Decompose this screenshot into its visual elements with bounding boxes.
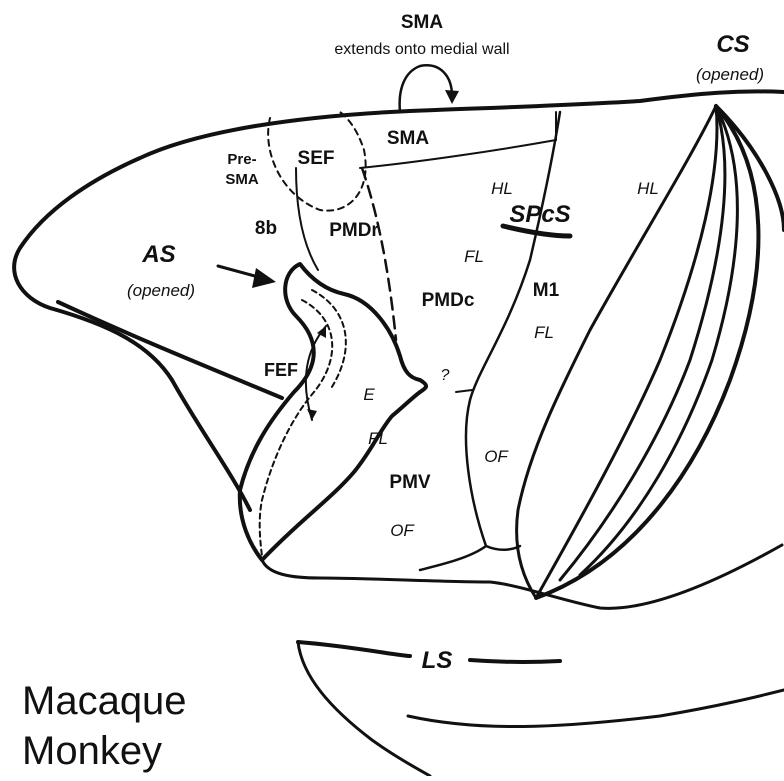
eye-label: E xyxy=(363,385,375,404)
question-border xyxy=(456,390,472,392)
cs-label: CS xyxy=(716,31,749,58)
unknown-label: ? xyxy=(441,367,450,384)
fef-arrowhead-bottom xyxy=(307,409,317,420)
arcuate-sulcus-outer xyxy=(240,264,426,560)
of-upper-label: OF xyxy=(484,447,509,466)
title-line1: Macaque xyxy=(22,679,187,723)
sma-top-note: extends onto medial wall xyxy=(334,41,509,58)
cs-note: (opened) xyxy=(696,65,764,84)
pmv-label: PMV xyxy=(389,472,431,493)
pmdr-label: PMDr xyxy=(329,220,379,241)
as-label: AS xyxy=(141,241,175,268)
sma-medial-arrowhead xyxy=(445,90,459,104)
lateral-sulcus-tail xyxy=(470,660,560,662)
temporal-lobe-edge xyxy=(298,642,430,776)
hl-pmdc-label: HL xyxy=(491,179,513,198)
pmv-caudal-border xyxy=(420,546,486,570)
fef-label: FEF xyxy=(264,360,298,380)
sma-top-title: SMA xyxy=(401,12,444,33)
hl-m1-label: HL xyxy=(637,179,659,198)
temporal-lobe-lower-edge xyxy=(408,690,784,727)
of-lower-label: OF xyxy=(390,521,415,540)
fl-m1-label: FL xyxy=(534,323,554,342)
as-note: (opened) xyxy=(127,281,195,300)
sma-region-label: SMA xyxy=(387,128,430,149)
fl-pmv-label: FL xyxy=(368,429,388,448)
sma-medial-arrow xyxy=(400,65,452,112)
orbital-outline xyxy=(262,545,782,608)
arcuate-sulcus-fundus xyxy=(260,300,333,556)
presma-label-line1: Pre- xyxy=(227,151,256,168)
fl-pmdc-label: FL xyxy=(464,247,484,266)
lateral-sulcus-line xyxy=(298,642,410,656)
presma-label-line2: SMA xyxy=(225,171,259,188)
spcs-label: SPcS xyxy=(509,201,570,228)
pmdc-label: PMDc xyxy=(422,290,475,311)
pmd-8b-border xyxy=(296,168,318,270)
ls-label: LS xyxy=(422,647,453,674)
sef-region-label: SEF xyxy=(298,148,335,169)
principal-sulcus xyxy=(58,302,282,398)
m1-lower-border xyxy=(486,546,520,550)
as-pointer-head xyxy=(252,268,276,288)
m1-label: M1 xyxy=(533,280,560,301)
area-8b-label: 8b xyxy=(255,218,277,239)
title-line2: Monkey xyxy=(22,729,162,773)
brain-outline xyxy=(14,91,784,510)
